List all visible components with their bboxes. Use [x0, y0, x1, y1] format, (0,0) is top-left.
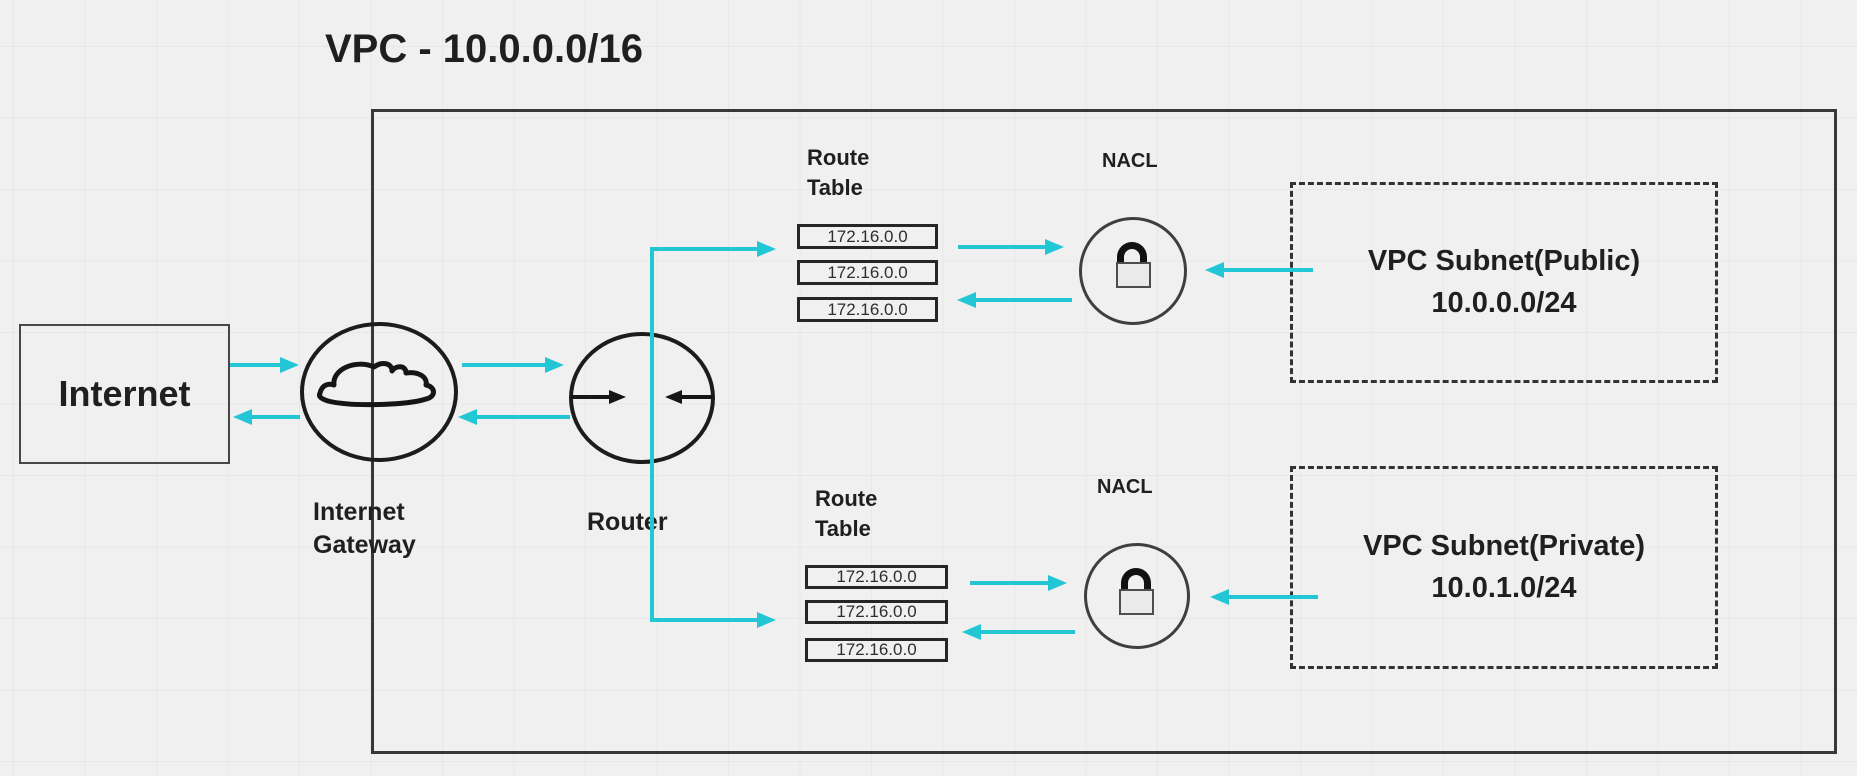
route-table-top-label: Route Table — [807, 145, 870, 200]
route-table-top-row[interactable]: 172.16.0.0 — [797, 297, 938, 322]
route-table-bottom-row[interactable]: 172.16.0.0 — [805, 565, 948, 589]
route-table-top-row[interactable]: 172.16.0.0 — [797, 260, 938, 285]
nacl-top-label: NACL — [1102, 150, 1158, 172]
vpc-title: VPC - 10.0.0.0/16 — [325, 27, 643, 71]
subnet-public-cidr: 10.0.0.0/24 — [1431, 287, 1577, 319]
route-table-bottom-row[interactable]: 172.16.0.0 — [805, 600, 948, 624]
internet-gateway-node[interactable] — [300, 322, 458, 462]
nacl-bottom-label: NACL — [1097, 476, 1153, 498]
route-table-top-row[interactable]: 172.16.0.0 — [797, 224, 938, 249]
vpc-subnet-private-node[interactable]: VPC Subnet(Private) 10.0.1.0/24 — [1290, 466, 1718, 669]
route-table-bottom-label: Route Table — [815, 486, 878, 541]
vpc-subnet-public-node[interactable]: VPC Subnet(Public) 10.0.0.0/24 — [1290, 182, 1718, 383]
route-table-bottom-row[interactable]: 172.16.0.0 — [805, 638, 948, 662]
router-label: Router — [587, 508, 668, 536]
cloud-icon — [317, 361, 436, 408]
nacl-bottom-node[interactable] — [1084, 543, 1190, 649]
internet-gateway-label: Internet Gateway — [313, 498, 416, 559]
subnet-private-cidr: 10.0.1.0/24 — [1431, 572, 1577, 604]
subnet-public-name: VPC Subnet(Public) — [1367, 245, 1641, 277]
nacl-top-node[interactable] — [1079, 217, 1187, 325]
internet-label: Internet — [58, 373, 191, 414]
subnet-private-name: VPC Subnet(Private) — [1363, 530, 1645, 562]
internet-node[interactable]: Internet — [19, 324, 230, 464]
